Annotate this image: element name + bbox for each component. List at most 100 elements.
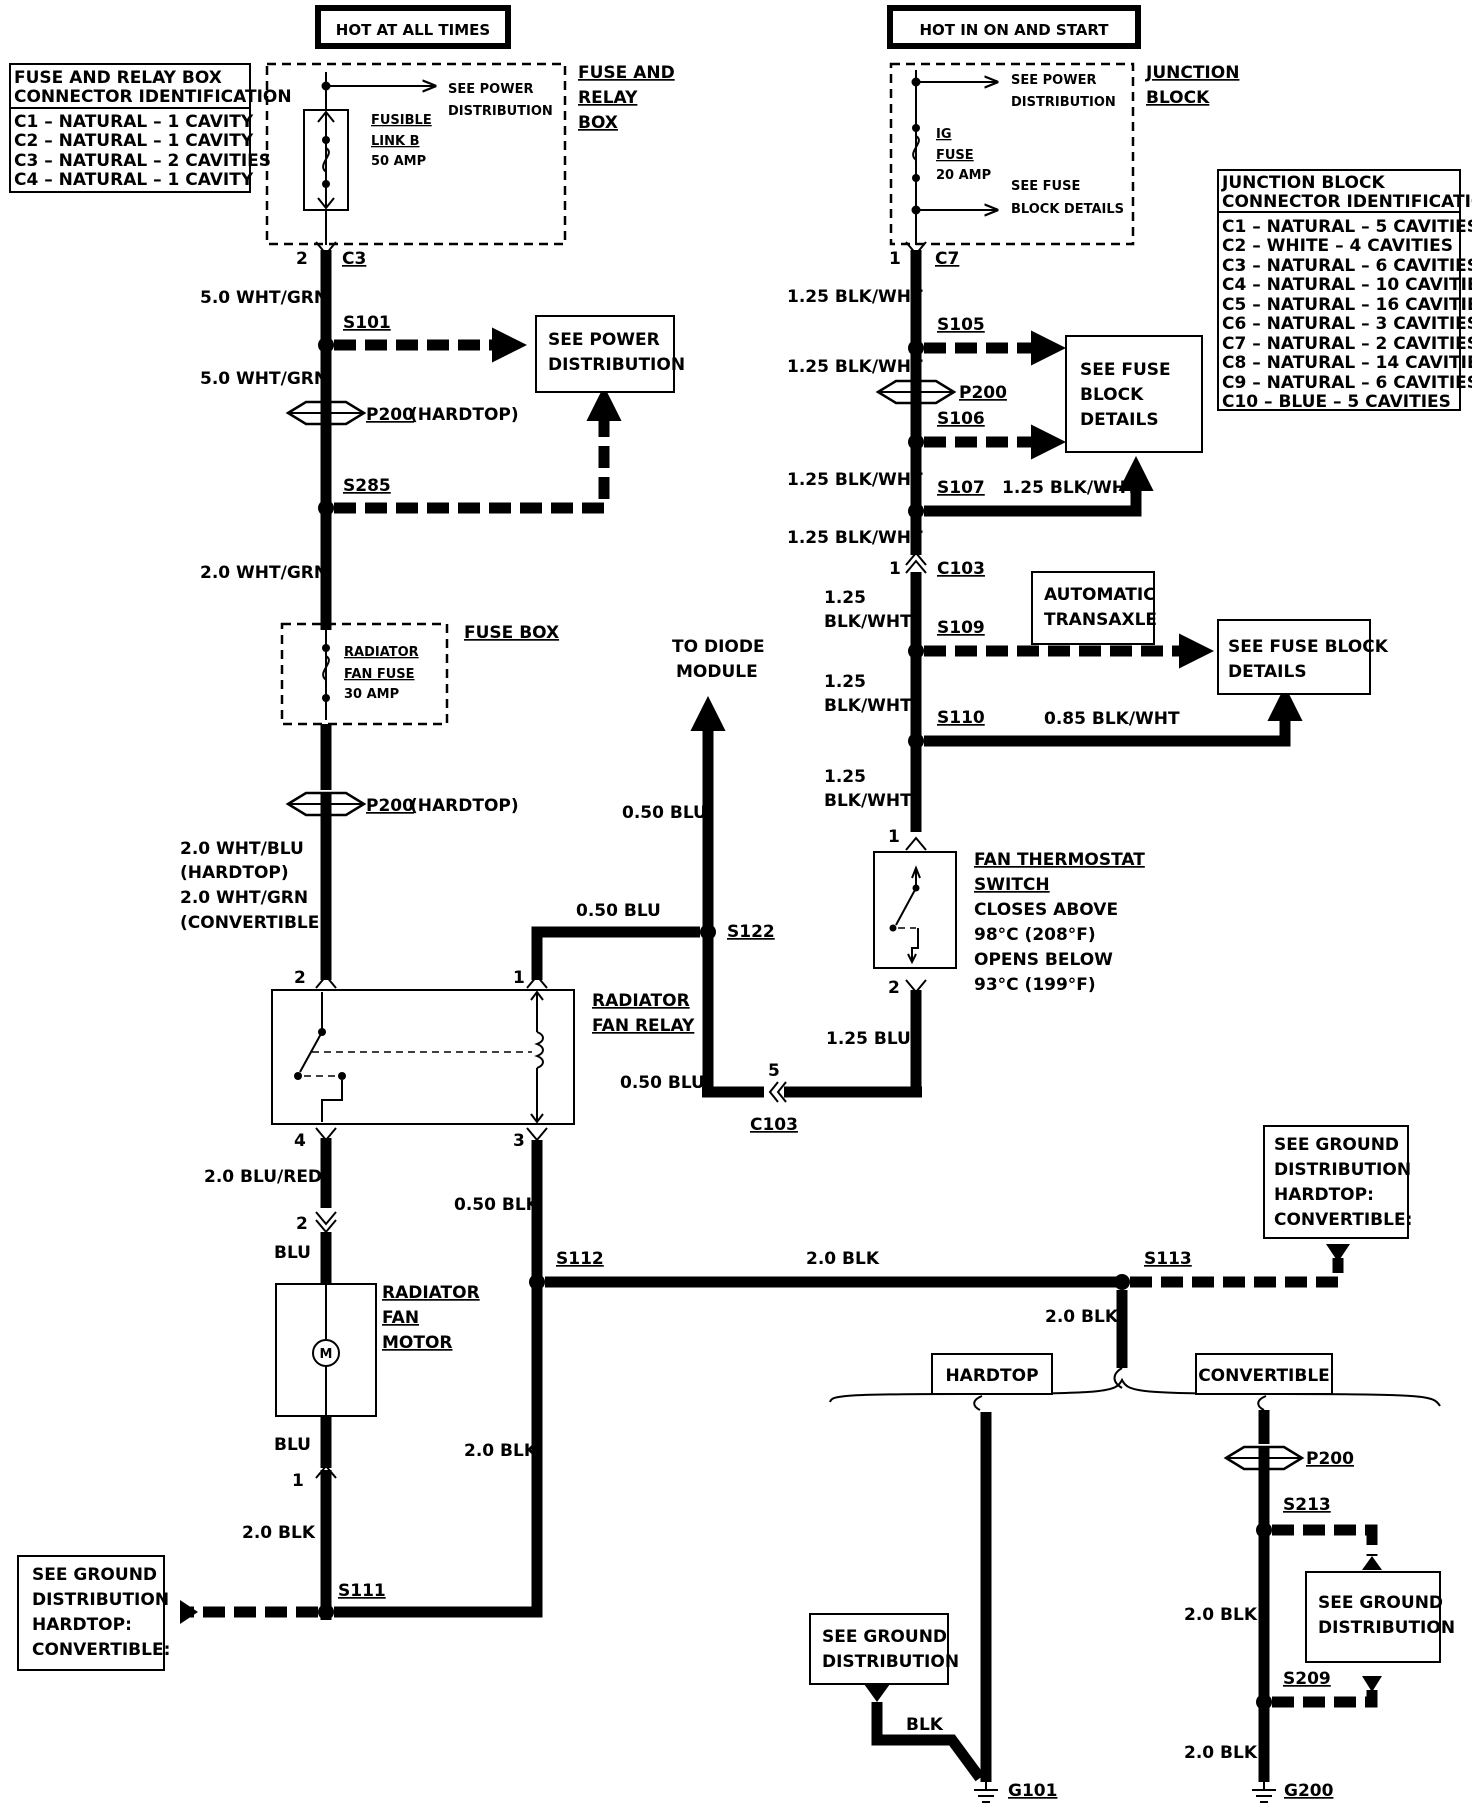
fuse-relay-connector-id-table: FUSE AND RELAY BOX CONNECTOR IDENTIFICAT… bbox=[9, 63, 292, 193]
svg-text:C10 – BLUE – 5 CAVITIES: C10 – BLUE – 5 CAVITIES bbox=[1222, 392, 1451, 412]
svg-text:C4 – NATURAL – 1 CAVITY: C4 – NATURAL – 1 CAVITY bbox=[14, 170, 254, 190]
svg-text:TO DIODE: TO DIODE bbox=[672, 637, 765, 657]
svg-text:BLK/WHT: BLK/WHT bbox=[824, 612, 912, 632]
svg-text:2.0 BLK: 2.0 BLK bbox=[1184, 1605, 1258, 1625]
svg-text:S113: S113 bbox=[1144, 1249, 1192, 1269]
svg-text:C2 – WHITE – 4 CAVITIES: C2 – WHITE – 4 CAVITIES bbox=[1222, 236, 1453, 256]
svg-text:C3: C3 bbox=[342, 249, 366, 269]
connector-p200-hardtop-a bbox=[285, 400, 367, 426]
svg-text:1: 1 bbox=[889, 249, 901, 269]
svg-text:S111: S111 bbox=[338, 1581, 386, 1601]
svg-text:2.0 BLK: 2.0 BLK bbox=[464, 1441, 538, 1461]
svg-text:C103: C103 bbox=[937, 559, 985, 579]
svg-text:CLOSES ABOVE: CLOSES ABOVE bbox=[974, 900, 1118, 920]
svg-text:CONVERTIBLE:: CONVERTIBLE: bbox=[1274, 1210, 1412, 1230]
svg-text:RADIATOR: RADIATOR bbox=[344, 645, 419, 660]
svg-text:SEE GROUND: SEE GROUND bbox=[32, 1565, 157, 1585]
svg-text:P200: P200 bbox=[959, 383, 1007, 403]
svg-text:1.25: 1.25 bbox=[824, 588, 866, 608]
svg-text:AUTOMATIC: AUTOMATIC bbox=[1044, 585, 1156, 605]
svg-text:C103: C103 bbox=[750, 1115, 798, 1135]
connector-p200-right bbox=[875, 379, 957, 405]
svg-text:C4 – NATURAL – 10 CAVITIES: C4 – NATURAL – 10 CAVITIES bbox=[1222, 275, 1472, 295]
radiator-fan-relay: RADIATOR FAN RELAY 2 1 4 3 bbox=[271, 968, 695, 1151]
svg-text:1: 1 bbox=[888, 827, 900, 847]
svg-text:SEE FUSE BLOCK: SEE FUSE BLOCK bbox=[1228, 637, 1389, 657]
svg-text:RADIATOR: RADIATOR bbox=[382, 1283, 480, 1303]
svg-text:C7 – NATURAL – 2 CAVITIES: C7 – NATURAL – 2 CAVITIES bbox=[1222, 334, 1472, 354]
svg-text:BOX: BOX bbox=[578, 113, 618, 133]
radiator-fan-motor-circuit: 2.0 BLU/RED 2 BLU M RADIATOR FAN MOTOR B… bbox=[180, 1138, 543, 1624]
see-fuse-block-details-box-b: SEE FUSE BLOCK DETAILS bbox=[1217, 619, 1389, 695]
svg-text:50 AMP: 50 AMP bbox=[371, 154, 426, 169]
svg-text:FAN RELAY: FAN RELAY bbox=[592, 1016, 695, 1036]
svg-text:1.25 BLK/WHT: 1.25 BLK/WHT bbox=[787, 287, 923, 307]
svg-text:S105: S105 bbox=[937, 315, 985, 335]
svg-text:S109: S109 bbox=[937, 618, 985, 638]
svg-text:P200: P200 bbox=[366, 405, 414, 425]
svg-text:S101: S101 bbox=[343, 313, 391, 333]
svg-text:C1 – NATURAL – 1 CAVITY: C1 – NATURAL – 1 CAVITY bbox=[14, 112, 254, 132]
svg-text:20 AMP: 20 AMP bbox=[936, 168, 991, 183]
svg-text:C6 – NATURAL – 3 CAVITIES: C6 – NATURAL – 3 CAVITIES bbox=[1222, 314, 1472, 334]
svg-text:98°C (208°F): 98°C (208°F) bbox=[974, 925, 1096, 945]
svg-text:C7: C7 bbox=[935, 249, 959, 269]
svg-text:BLOCK: BLOCK bbox=[1146, 88, 1210, 108]
svg-text:SEE GROUND: SEE GROUND bbox=[822, 1627, 947, 1647]
svg-text:CONVERTIBLE:: CONVERTIBLE: bbox=[32, 1640, 170, 1660]
see-fuse-block-details-box-a: SEE FUSE BLOCK DETAILS bbox=[1065, 335, 1203, 453]
header-hot-all-times: HOT AT ALL TIMES bbox=[315, 5, 511, 49]
svg-text:P200: P200 bbox=[1306, 1449, 1354, 1469]
svg-text:RADIATOR: RADIATOR bbox=[592, 991, 690, 1011]
svg-text:FAN FUSE: FAN FUSE bbox=[344, 667, 415, 682]
svg-text:SEE FUSE: SEE FUSE bbox=[1011, 179, 1080, 194]
see-ground-distribution-right: SEE GROUND DISTRIBUTION HARDTOP: CONVERT… bbox=[1263, 1125, 1412, 1239]
svg-text:C8 – NATURAL – 14 CAVITIES: C8 – NATURAL – 14 CAVITIES bbox=[1222, 353, 1472, 373]
svg-text:(HARDTOP): (HARDTOP) bbox=[180, 863, 289, 883]
see-power-distribution-box: SEE POWER DISTRIBUTION bbox=[535, 315, 685, 393]
svg-text:0.85 BLK/WHT: 0.85 BLK/WHT bbox=[1044, 709, 1180, 729]
svg-text:HARDTOP:: HARDTOP: bbox=[1274, 1185, 1374, 1205]
svg-text:C2 – NATURAL – 1 CAVITY: C2 – NATURAL – 1 CAVITY bbox=[14, 131, 254, 151]
svg-text:S107: S107 bbox=[937, 478, 985, 498]
svg-text:1: 1 bbox=[292, 1471, 304, 1491]
svg-text:1.25 BLK/WHT: 1.25 BLK/WHT bbox=[1002, 478, 1138, 498]
svg-text:DISTRIBUTION: DISTRIBUTION bbox=[822, 1652, 959, 1672]
svg-text:1.25 BLU: 1.25 BLU bbox=[826, 1029, 911, 1049]
svg-text:S122: S122 bbox=[727, 922, 775, 942]
fan-thermostat-switch: FAN THERMOSTAT SWITCH CLOSES ABOVE 98°C … bbox=[873, 850, 1145, 998]
svg-text:P200: P200 bbox=[366, 796, 414, 816]
see-ground-distribution-left: SEE GROUND DISTRIBUTION HARDTOP: CONVERT… bbox=[17, 1555, 170, 1671]
svg-text:30 AMP: 30 AMP bbox=[344, 687, 399, 702]
svg-text:93°C (199°F): 93°C (199°F) bbox=[974, 975, 1096, 995]
svg-text:CONNECTOR IDENTIFICATION: CONNECTOR IDENTIFICATION bbox=[14, 87, 292, 107]
svg-text:DISTRIBUTION: DISTRIBUTION bbox=[1011, 95, 1116, 110]
svg-text:LINK B: LINK B bbox=[371, 134, 420, 149]
convertible-ground-branch: P200 S213 SEE GROUND DISTRIBUTION 2.0 BL… bbox=[1184, 1395, 1455, 1803]
svg-text:HARDTOP: HARDTOP bbox=[945, 1366, 1038, 1386]
hardtop-ground-branch: SEE GROUND DISTRIBUTION BLK G101 bbox=[809, 1395, 1057, 1803]
fuse-relay-box: FUSE AND RELAY BOX SEE POWER DISTRIBUTIO… bbox=[265, 62, 675, 269]
svg-text:BLK: BLK bbox=[906, 1715, 944, 1735]
svg-text:0.50 BLU: 0.50 BLU bbox=[576, 901, 661, 921]
svg-text:SEE FUSE: SEE FUSE bbox=[1080, 360, 1171, 380]
svg-text:DISTRIBUTION: DISTRIBUTION bbox=[32, 1590, 169, 1610]
svg-text:2.0 BLK: 2.0 BLK bbox=[1184, 1743, 1258, 1763]
svg-text:2.0 BLK: 2.0 BLK bbox=[806, 1249, 880, 1269]
svg-text:2.0 BLK: 2.0 BLK bbox=[242, 1523, 316, 1543]
junction-block-connector-id-table: JUNCTION BLOCK CONNECTOR IDENTIFICATION … bbox=[1217, 169, 1472, 412]
svg-text:SEE GROUND: SEE GROUND bbox=[1318, 1593, 1443, 1613]
svg-text:1: 1 bbox=[889, 559, 901, 579]
svg-text:0.50 BLU: 0.50 BLU bbox=[620, 1073, 705, 1093]
connector-p200-convertible bbox=[1223, 1445, 1305, 1471]
svg-text:DISTRIBUTION: DISTRIBUTION bbox=[1274, 1160, 1411, 1180]
svg-text:C9 – NATURAL – 6 CAVITIES: C9 – NATURAL – 6 CAVITIES bbox=[1222, 373, 1472, 393]
svg-text:FUSE AND: FUSE AND bbox=[578, 63, 675, 83]
svg-text:0.50 BLK: 0.50 BLK bbox=[454, 1195, 540, 1215]
svg-text:S112: S112 bbox=[556, 1249, 604, 1269]
junction-block: JUNCTION BLOCK SEE POWER DISTRIBUTION IG… bbox=[889, 62, 1239, 269]
svg-text:S106: S106 bbox=[937, 409, 985, 429]
svg-text:CONNECTOR IDENTIFICATION: CONNECTOR IDENTIFICATION bbox=[1222, 192, 1472, 212]
svg-text:FUSIBLE: FUSIBLE bbox=[371, 113, 432, 128]
svg-text:HOT IN ON AND START: HOT IN ON AND START bbox=[919, 21, 1109, 39]
